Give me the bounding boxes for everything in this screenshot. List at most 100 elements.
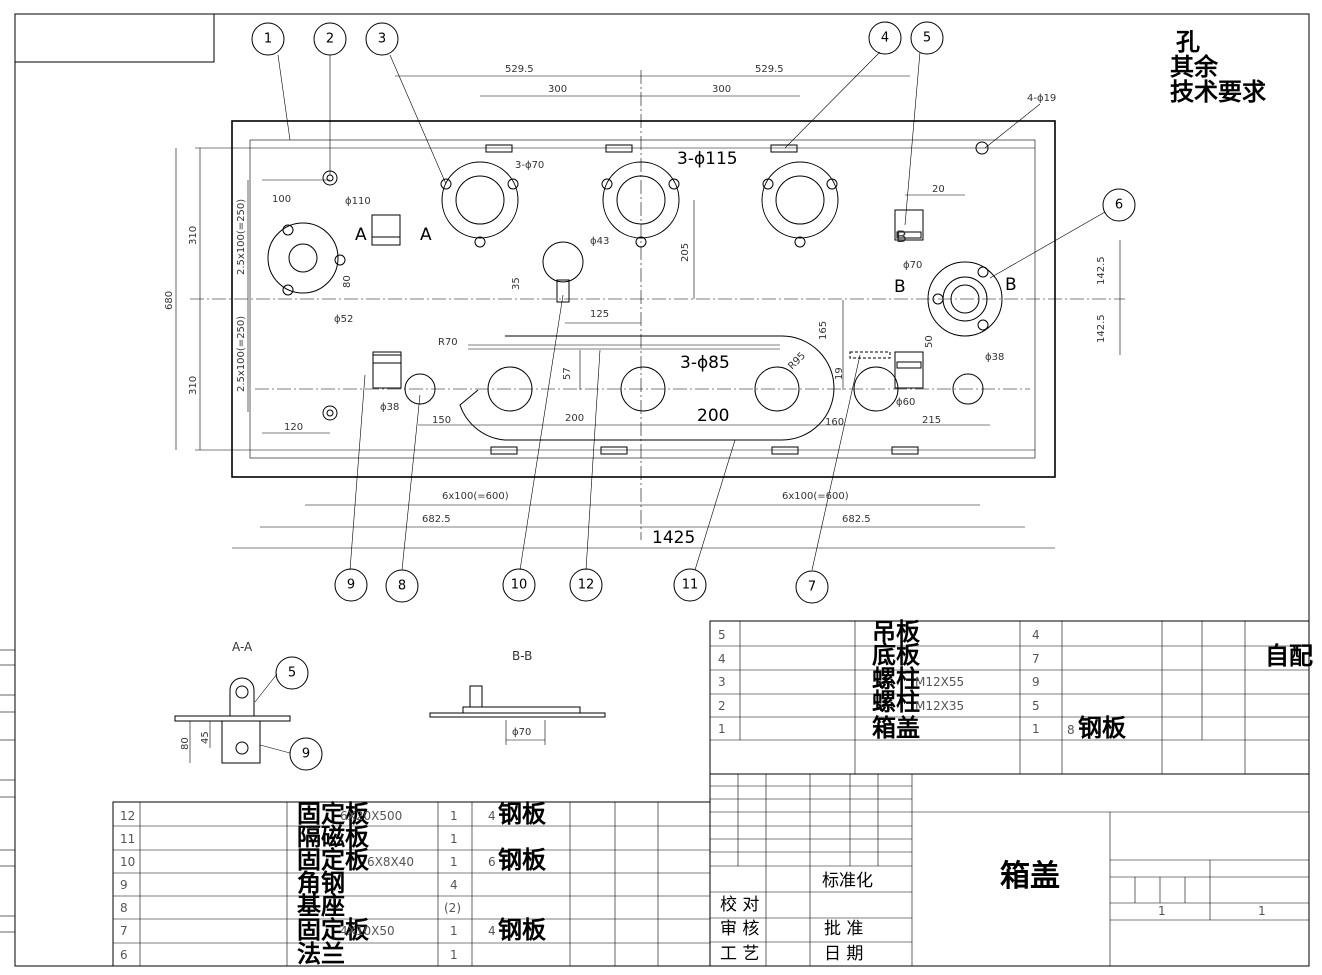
dim-25-bot: 2.5x100(=250) [236, 316, 247, 392]
dim-310-bot: 310 [188, 376, 199, 395]
dim-100: 100 [272, 194, 291, 205]
section-mark-a-left: A [355, 225, 367, 245]
ubom-mat-1: 钢板 [1078, 714, 1127, 742]
right-flange [927, 261, 1003, 337]
review-label: 审 核 [720, 919, 759, 939]
dim-52: ϕ52 [334, 314, 353, 325]
balloon-12: 12 [578, 578, 595, 593]
ubom-spec-3: M12X55 [915, 675, 964, 689]
lbom-name-10: 固定板 [297, 846, 370, 874]
lbom-qty-11: 1 [450, 832, 458, 846]
section-bb-label: B-B [512, 649, 532, 663]
ubom-name-5: 吊板 [872, 618, 921, 646]
note-other: 其余 [1170, 53, 1219, 81]
dim-529-left: 529.5 [505, 64, 534, 75]
lbom-matpre-7: 4 [488, 924, 496, 938]
dim-6x100-left: 6x100(=600) [442, 491, 509, 502]
dim-215: 215 [922, 415, 941, 426]
lbom-qty-8: (2) [444, 901, 461, 915]
dim-120: 120 [284, 422, 303, 433]
ubom-no-1: 1 [718, 722, 726, 736]
lbom-spec-12: 6X20X500 [340, 809, 402, 823]
lbom-name-8: 基座 [297, 892, 345, 920]
lbom-no-7: 7 [120, 924, 128, 938]
balloon-6: 6 [1115, 198, 1123, 213]
lbom-name-9: 角钢 [297, 869, 345, 897]
section-bb: B-B ϕ70 [429, 649, 606, 745]
dim-43: ϕ43 [590, 236, 609, 247]
section-aa: A-A 80 45 5 9 [174, 640, 323, 771]
lbom-name-12: 固定板 [297, 800, 370, 828]
balloon-1: 1 [264, 32, 272, 47]
ubom-no-5: 5 [718, 628, 726, 642]
dim-205: 205 [680, 243, 691, 262]
material-note: 自配 [1265, 642, 1313, 670]
lbom-spec-10: 6X8X40 [367, 855, 414, 869]
lbom-no-12: 12 [120, 809, 135, 823]
lbom-qty-10: 1 [450, 855, 458, 869]
dim-r95: R95 [786, 350, 808, 372]
lower-bom-rows: 12 固定板 6X20X500 1 4 钢板 11 隔磁板 1 10 固定板 6… [120, 800, 547, 968]
dim-300-left: 300 [548, 84, 567, 95]
lbom-no-10: 10 [120, 855, 135, 869]
lbom-name-6: 法兰 [297, 940, 345, 968]
dim-3-85: 3-ϕ85 [680, 353, 730, 373]
lbom-no-8: 8 [120, 901, 128, 915]
dim-4-19: 4-ϕ19 [1027, 93, 1056, 104]
dim-1425: 1425 [652, 528, 695, 548]
scale-mark-1: 1 [1158, 904, 1166, 918]
code-box [14, 13, 215, 63]
check-label: 校 对 [720, 895, 759, 915]
lbom-matpre-12: 4 [488, 809, 496, 823]
balloon-5: 5 [923, 31, 931, 46]
ubom-name-3: 螺柱 [872, 665, 920, 693]
dim-38-left: ϕ38 [380, 402, 399, 413]
bolt-slots [371, 144, 924, 455]
title-block [709, 773, 1310, 967]
balloon-3: 3 [378, 32, 386, 47]
dim-165: 165 [818, 321, 829, 340]
upper-bom-table [709, 620, 1310, 775]
dim-r70: R70 [438, 337, 458, 348]
note-hole: 孔 [1176, 28, 1200, 56]
lbom-mat-7: 钢板 [498, 916, 547, 944]
top-flange-left [440, 161, 519, 248]
approve-label: 批 准 [824, 919, 863, 939]
ubom-qty-1: 1 [1032, 722, 1040, 736]
dim-38-right: ϕ38 [985, 352, 1004, 363]
dim-3-70: 3-ϕ70 [515, 160, 544, 171]
ubom-name-4: 底板 [872, 641, 921, 669]
bb-dim-70: ϕ70 [512, 727, 531, 738]
dim-200a: 200 [565, 413, 584, 424]
lbom-name-11: 隔磁板 [297, 823, 370, 851]
ubom-no-4: 4 [718, 652, 726, 666]
leader-lines [277, 51, 1106, 571]
date-label: 日 期 [824, 944, 863, 964]
dim-300-right: 300 [712, 84, 731, 95]
upper-bom-rows: 5 吊板 4 4 底板 7 3 螺柱 M12X55 9 2 螺柱 M12X35 … [718, 618, 1313, 742]
ubom-name-1: 箱盖 [872, 714, 920, 742]
dim-35: 35 [511, 277, 522, 290]
ubom-matpre-1: 8 [1067, 723, 1075, 737]
balloon-9: 9 [347, 578, 355, 593]
lower-bom-table [112, 801, 711, 967]
dim-142-bot: 142.5 [1096, 314, 1107, 343]
ubom-no-2: 2 [718, 699, 726, 713]
dim-20: 20 [932, 184, 945, 195]
dim-150: 150 [432, 415, 451, 426]
ubom-qty-4: 7 [1032, 652, 1040, 666]
dim-3-115: 3-ϕ115 [677, 149, 738, 169]
lbom-spec-7: 4X10X50 [340, 924, 395, 938]
dim-70: ϕ70 [903, 260, 922, 271]
balloon-7: 7 [808, 580, 816, 595]
dim-200b: 200 [697, 406, 729, 426]
dim-682-right: 682.5 [842, 514, 871, 525]
lbom-qty-9: 4 [450, 878, 458, 892]
ubom-no-3: 3 [718, 675, 726, 689]
lbom-matpre-10: 6 [488, 855, 496, 869]
ubom-qty-2: 5 [1032, 699, 1040, 713]
lbom-qty-6: 1 [450, 948, 458, 962]
sheet-border [14, 13, 1310, 967]
section-mark-a-right: A [420, 225, 432, 245]
